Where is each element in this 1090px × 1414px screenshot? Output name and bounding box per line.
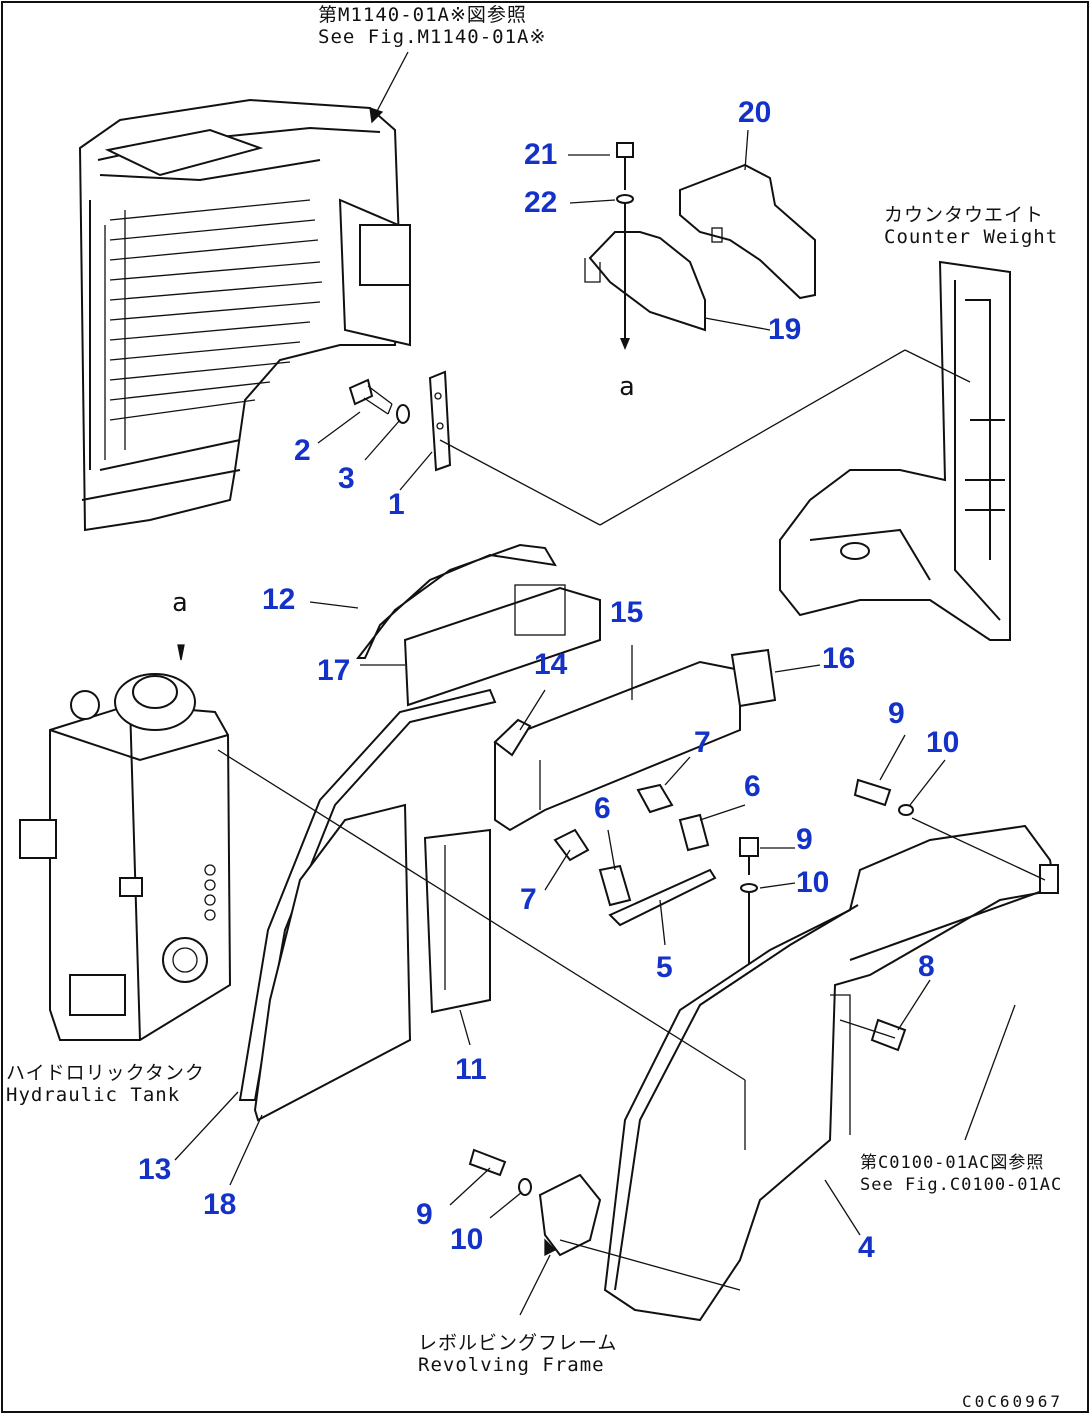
- part-number-3: 3: [338, 462, 355, 495]
- washer-22: [616, 194, 634, 204]
- part-number-16: 16: [822, 642, 856, 675]
- part-number-1: 1: [388, 488, 405, 521]
- part-number-6-left: 6: [594, 792, 611, 825]
- part-number-14: 14: [534, 648, 568, 681]
- part-number-12: 12: [262, 583, 296, 616]
- note-top-reference: 第M1140-01A※図参照 See Fig.M1140-01A※: [318, 4, 547, 48]
- part-number-7-left: 7: [520, 883, 537, 916]
- bolt-9-right: [853, 778, 892, 807]
- part-number-9-mid: 9: [796, 823, 813, 856]
- part-number-10-mid: 10: [796, 866, 830, 899]
- note-revolving-frame: レボルビングフレーム Revolving Frame: [418, 1332, 618, 1376]
- part-number-2: 2: [294, 434, 311, 467]
- note-counter-weight: カウンタウエイト Counter Weight: [884, 204, 1059, 248]
- washer-10-right: [898, 804, 914, 816]
- part-number-9-bottom: 9: [416, 1198, 433, 1231]
- part-17-pad: [403, 586, 601, 707]
- bracket-6-left: [598, 864, 632, 907]
- washer-3: [396, 404, 410, 424]
- radiator-guard-illustration: [78, 98, 411, 532]
- part-number-22: 22: [524, 186, 558, 219]
- part-number-5: 5: [656, 951, 673, 984]
- part-number-9-top: 9: [888, 697, 905, 730]
- part-number-4: 4: [858, 1231, 875, 1264]
- drawing-code: C0C60967: [962, 1392, 1064, 1411]
- revolving-frame-bracket: [538, 1173, 602, 1257]
- washer-10-bottom: [518, 1178, 532, 1196]
- view-ref-a-lower: a: [172, 588, 188, 618]
- part-19-plate: [588, 231, 706, 332]
- hydraulic-tank-illustration: [19, 673, 232, 1041]
- part-number-20: 20: [738, 96, 772, 129]
- part-number-19: 19: [768, 313, 802, 346]
- part-16-block: [730, 648, 777, 708]
- part-1-bracket: [428, 370, 452, 472]
- part-18-plate: [253, 803, 412, 1122]
- note-hydraulic-tank: ハイドロリックタンク Hydraulic Tank: [6, 1062, 205, 1106]
- washer-10-mid: [740, 883, 758, 893]
- part-number-21: 21: [524, 138, 558, 171]
- part-number-18: 18: [203, 1188, 237, 1221]
- part-number-15: 15: [610, 596, 644, 629]
- bolt-7-left: [553, 828, 590, 862]
- part-number-13: 13: [138, 1153, 172, 1186]
- bolt-9-bottom: [468, 1148, 507, 1177]
- bolt-8: [870, 1018, 907, 1052]
- part-12-strip: [355, 543, 557, 659]
- part-number-10-top: 10: [926, 726, 960, 759]
- bolt-2: [348, 378, 393, 415]
- bolt-7-right: [636, 783, 674, 814]
- note-bottom-reference: 第C0100-01AC図参照 See Fig.C0100-01AC: [860, 1153, 1063, 1195]
- part-number-6-right: 6: [744, 770, 761, 803]
- part-number-10-bottom: 10: [450, 1223, 484, 1256]
- part-number-11: 11: [455, 1053, 487, 1086]
- part-number-17: 17: [317, 654, 351, 687]
- bracket-6-right: [678, 813, 710, 852]
- leader-lines: [177, 51, 1046, 1316]
- callout-pointers: [174, 129, 946, 1236]
- part-number-8: 8: [918, 950, 935, 983]
- part-number-7-right: 7: [694, 726, 711, 759]
- part-5-bracket: [608, 868, 717, 927]
- part-15-block: [494, 660, 741, 832]
- view-ref-a-upper: a: [619, 372, 635, 402]
- part-20-cover: [679, 163, 816, 300]
- counterweight-illustration: [779, 260, 1011, 641]
- bolt-9-mid: [739, 837, 759, 857]
- bolt-21: [616, 142, 634, 158]
- part-4-side-cover: [603, 824, 1059, 1322]
- part-11-plate: [423, 828, 491, 1014]
